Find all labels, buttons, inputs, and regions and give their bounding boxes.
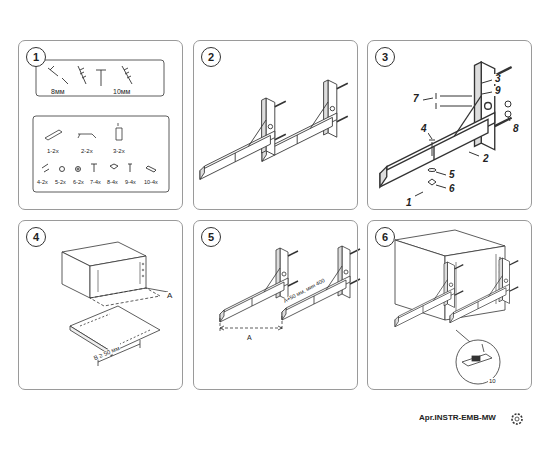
step-number: 1 [26,47,46,67]
callout-number: 4 [420,124,428,134]
part-count: 1-2х [46,148,60,154]
part-count: 7-4х [89,180,102,186]
part-count: 10-4х [143,180,159,186]
step-number: 3 [375,47,395,67]
callout-number: 6 [448,184,456,194]
step-number: 6 [375,227,395,247]
part-count: 8-4х [106,180,119,186]
part-count: 4-2х [36,180,49,186]
callout-number: 7 [412,94,420,104]
callout-number: 10 [488,378,497,384]
size-label: 10мм [112,88,131,95]
document-code: Apr.INSTR-EMB-MW [418,414,497,422]
size-label: 8мм [50,88,66,95]
part-count: 6-2х [72,180,85,186]
step-panel: 2 [193,40,358,210]
part-count: 5-2х [54,180,67,186]
step-panel: 5 [193,220,358,390]
dimension-label: A [166,292,173,300]
dimension-label: A [246,334,253,341]
step-number: 4 [26,227,46,247]
callout-number: 9 [494,86,502,96]
step-panel: 4 [18,220,183,390]
callout-number: 3 [494,74,502,84]
callout-number: 5 [448,170,456,180]
part-count: 3-2х [112,148,126,154]
callout-number: 1 [405,198,413,208]
step-number: 5 [201,227,221,247]
callout-number: 8 [512,124,520,134]
callout-number: 2 [482,154,490,164]
step-number: 2 [201,47,221,67]
part-count: 9-4х [124,180,137,186]
step-panel: 6 [367,220,532,390]
part-count: 2-2х [80,148,94,154]
